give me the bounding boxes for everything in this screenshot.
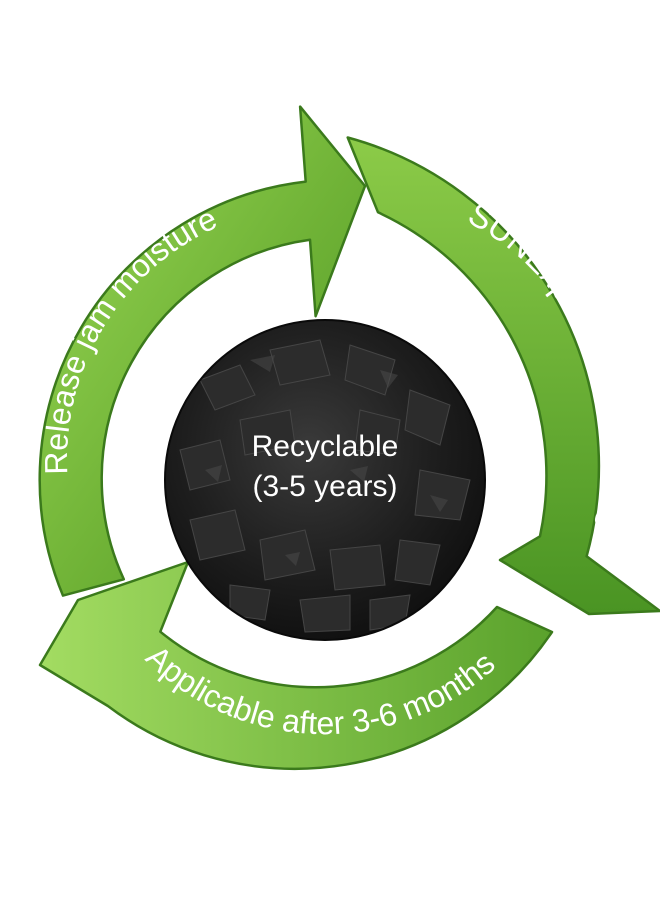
sun-exposure-arrow — [346, 136, 660, 616]
center-subtitle: (3-5 years) — [252, 470, 397, 503]
center-title: Recyclable — [252, 430, 399, 463]
release-arrow — [38, 105, 367, 597]
applicable-arrow — [38, 560, 554, 771]
charcoal-image — [164, 319, 486, 641]
